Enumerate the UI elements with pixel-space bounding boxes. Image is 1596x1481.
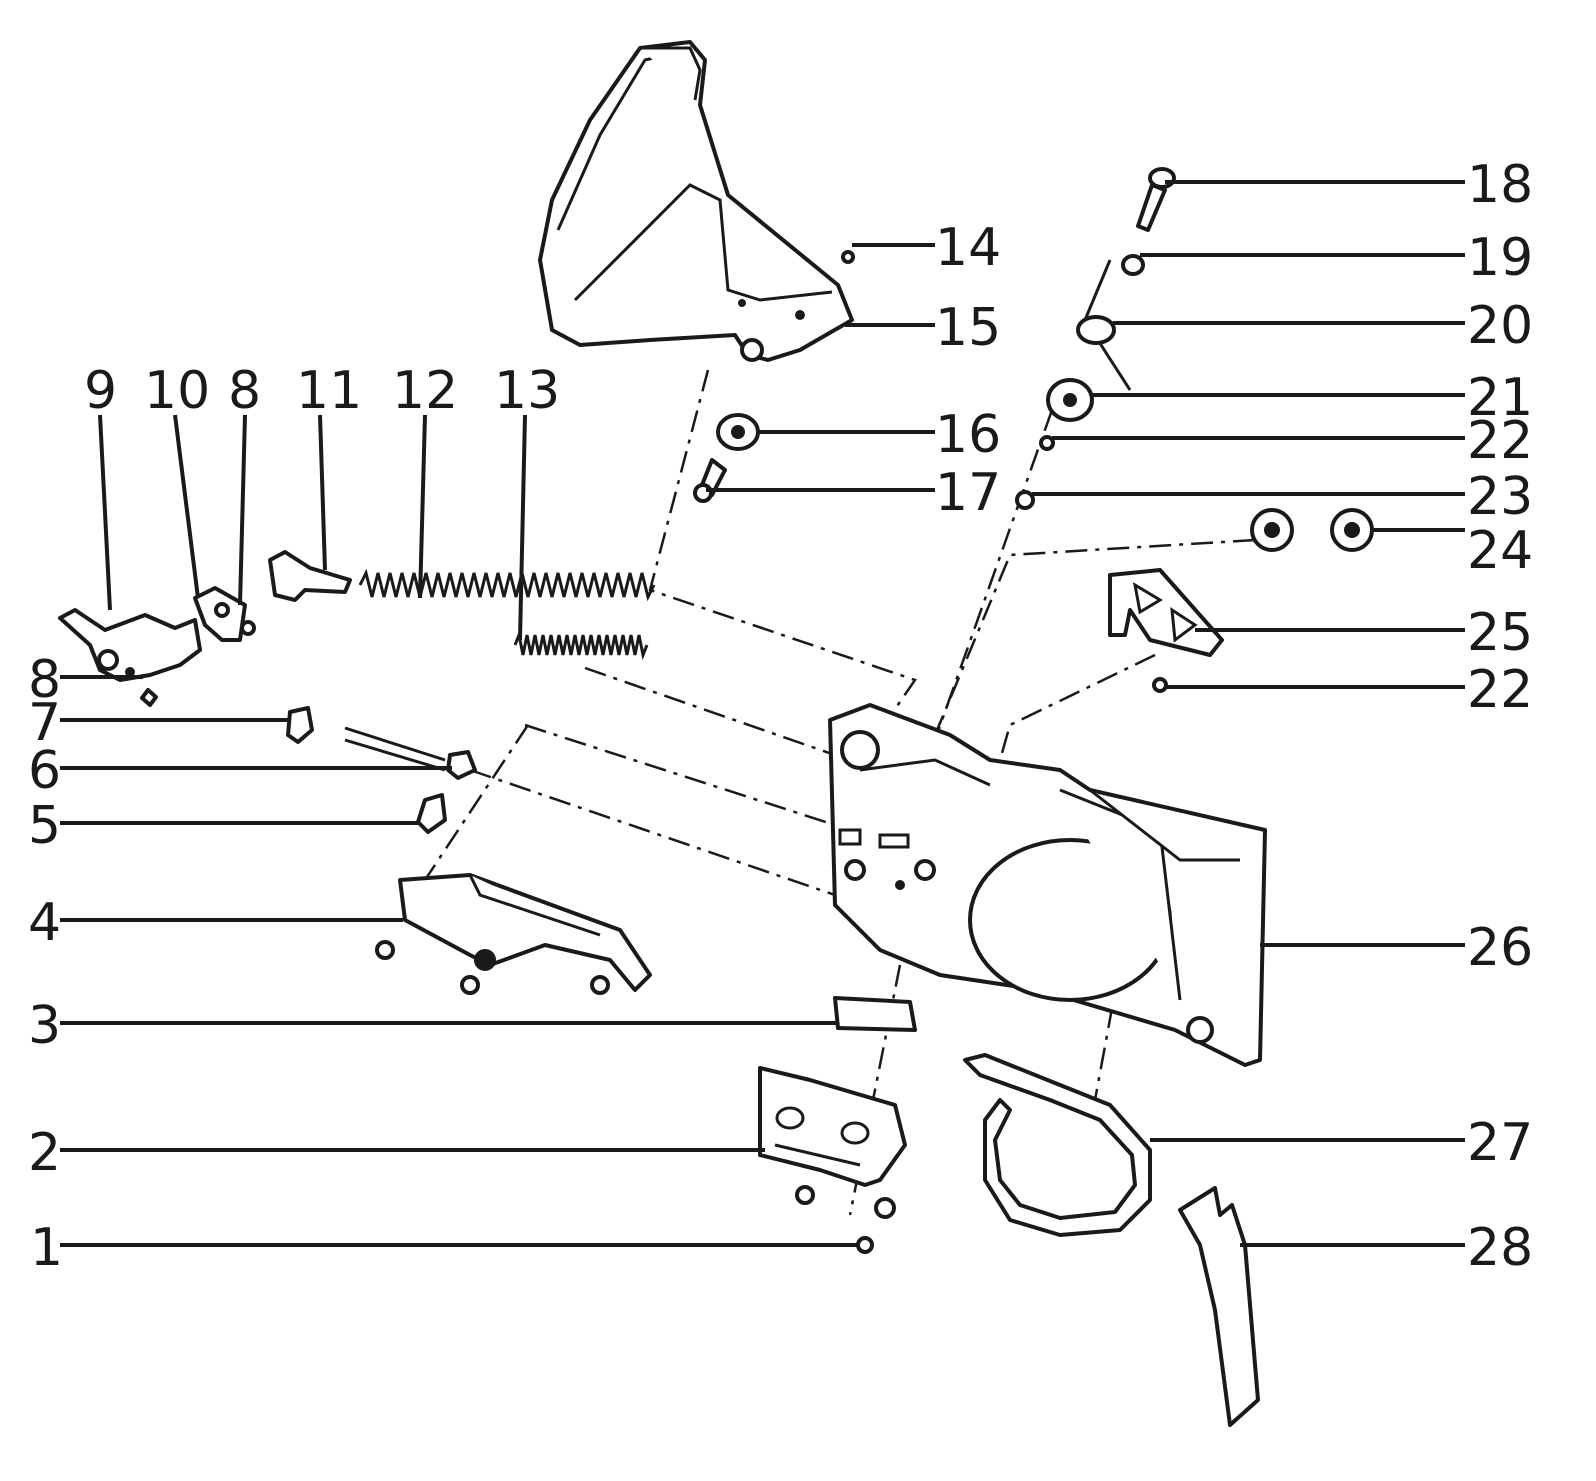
callout-9: 9 <box>84 361 117 421</box>
callout-labels: 1 2 3 4 5 6 7 8 8 9 10 11 12 13 14 15 16… <box>28 155 1533 1278</box>
springs-parts-12-13 <box>358 568 656 661</box>
callout-13: 13 <box>494 361 560 421</box>
bar-plate-part-2 <box>758 1066 907 1254</box>
cover-plate-part-25 <box>1108 568 1224 693</box>
callout-1: 1 <box>30 1218 63 1278</box>
callout-12: 12 <box>392 361 458 421</box>
callout-4: 4 <box>28 893 61 953</box>
callout-10: 10 <box>144 361 210 421</box>
callout-22-upper: 22 <box>1467 411 1533 471</box>
handle-guard-part <box>538 40 854 362</box>
callout-22-lower: 22 <box>1467 660 1533 720</box>
callout-28: 28 <box>1467 1218 1533 1278</box>
callout-18: 18 <box>1467 155 1533 215</box>
callout-3: 3 <box>28 996 61 1056</box>
callout-25: 25 <box>1467 603 1533 663</box>
callout-26: 26 <box>1467 918 1533 978</box>
small-block-part-3 <box>833 996 917 1032</box>
callout-8-lower: 8 <box>28 650 61 710</box>
callout-20: 20 <box>1467 296 1533 356</box>
callout-16: 16 <box>935 405 1001 465</box>
callout-14: 14 <box>935 218 1001 278</box>
main-housing-part-26 <box>828 703 1267 1067</box>
callout-8-upper: 8 <box>228 361 261 421</box>
leader-lines <box>60 180 1465 1247</box>
callout-17: 17 <box>935 463 1001 523</box>
callout-6: 6 <box>28 741 61 801</box>
callout-24: 24 <box>1467 521 1533 581</box>
callout-23: 23 <box>1467 467 1533 527</box>
callout-19: 19 <box>1467 228 1533 288</box>
tensioner-parts-5-7 <box>286 706 477 834</box>
callout-5: 5 <box>28 796 61 856</box>
brake-linkage-parts-8-11 <box>58 550 352 707</box>
cover-strip-part-28 <box>1178 1186 1260 1427</box>
bar-nuts-part-24 <box>1250 508 1374 552</box>
callout-11: 11 <box>296 361 362 421</box>
callout-15: 15 <box>935 298 1001 358</box>
callout-7: 7 <box>28 693 61 753</box>
guide-plate-part-4 <box>375 873 652 995</box>
right-stack-parts-18-23 <box>1015 167 1176 510</box>
callout-2: 2 <box>28 1123 61 1183</box>
callout-21: 21 <box>1467 368 1533 428</box>
callout-27: 27 <box>1467 1113 1533 1173</box>
brake-band-part-27 <box>963 1053 1152 1237</box>
